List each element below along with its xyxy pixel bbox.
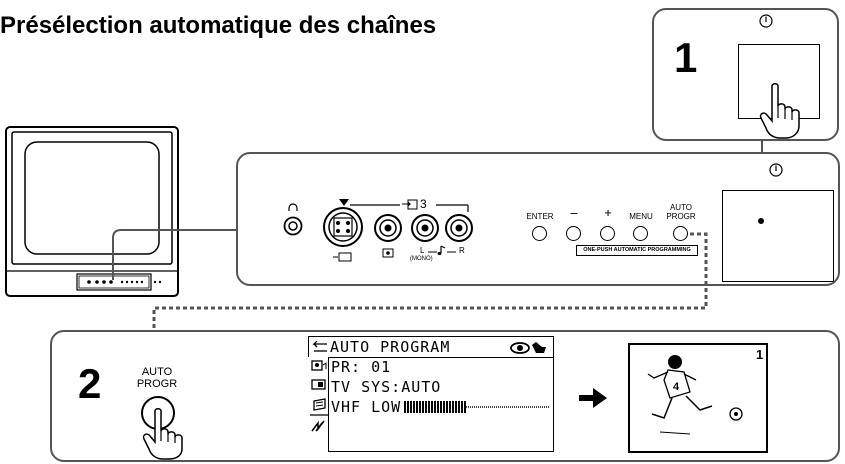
menu-button[interactable] — [633, 226, 648, 241]
power-button[interactable] — [722, 190, 834, 282]
osd-divider — [328, 357, 554, 358]
power-icon — [759, 14, 773, 28]
auto-progr-label: AUTO PROGR — [666, 203, 696, 221]
soccer-player-icon: 4 — [647, 355, 743, 435]
finger-press-icon — [759, 83, 800, 139]
audio-left-jack[interactable] — [410, 213, 440, 243]
input-3-label: 3 — [420, 197, 427, 211]
tv-icon — [5, 126, 179, 297]
power-icon — [769, 163, 783, 177]
return-arrow-icon — [312, 341, 327, 352]
headphone-jack[interactable] — [283, 216, 303, 236]
plus-label: + — [604, 205, 612, 220]
audio-right-label: R — [459, 246, 465, 255]
minus-label: – — [570, 205, 578, 220]
triangle-marker-icon — [339, 199, 349, 206]
osd-line-pr: PR: 01 — [331, 358, 392, 376]
audio-right-jack[interactable] — [444, 213, 474, 243]
plus-button[interactable] — [600, 226, 615, 241]
audio-left-label: L — [420, 246, 425, 255]
power-dot — [758, 218, 764, 224]
osd-line-tv-sys: TV SYS:AUTO — [331, 378, 442, 396]
osd-line-vhf: VHF LOW — [331, 398, 402, 416]
step2-number: 2 — [78, 360, 102, 407]
step2-button-label-line2: PROGR — [136, 378, 178, 390]
step2-button-label-line1: AUTO — [141, 366, 173, 378]
video-jack[interactable] — [373, 213, 403, 243]
input-3-bracket — [350, 199, 469, 212]
auto-progr-button[interactable] — [673, 226, 688, 241]
program-number: 1 — [756, 347, 764, 362]
enter-button[interactable] — [532, 226, 547, 241]
minus-button[interactable] — [566, 226, 581, 241]
menu-label: MENU — [629, 212, 653, 221]
one-push-label: ONE-PUSH AUTOMATIC PROGRAMMING — [576, 245, 698, 256]
arrow-right-icon — [579, 388, 607, 408]
osd-header: AUTO PROGRAM — [330, 338, 451, 356]
step2-button-label: AUTO PROGR — [131, 366, 183, 390]
page-title: Présélection automatique des chaînes — [0, 12, 437, 39]
osd-screen — [308, 336, 554, 452]
s-video-symbol-icon — [333, 252, 352, 262]
tv-result-screen — [628, 343, 768, 453]
video-icon — [382, 248, 394, 258]
s-video-icon[interactable] — [322, 206, 364, 248]
osd-progress-bar — [404, 401, 549, 413]
auto-progr-press-icon — [141, 396, 183, 460]
enter-label: ENTER — [526, 212, 554, 221]
connector-line — [112, 229, 238, 280]
eye-hand-icon — [510, 342, 546, 354]
step1-number: 1 — [674, 34, 698, 81]
osd-menu-icons-svg — [310, 360, 328, 432]
svg-text:4: 4 — [673, 381, 680, 393]
headphone-icon — [288, 203, 298, 211]
audio-note-icon — [428, 245, 456, 256]
mono-label: (MONO) — [410, 256, 433, 262]
